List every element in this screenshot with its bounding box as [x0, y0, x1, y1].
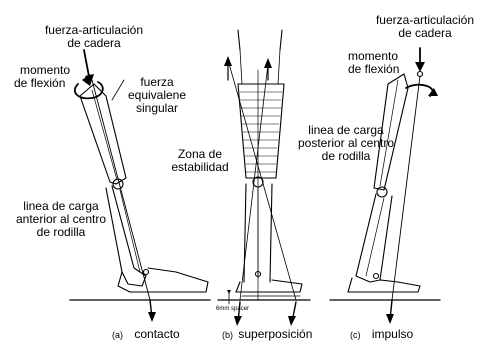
- hip-force-label-c: fuerza-articulación de cadera: [375, 13, 475, 40]
- panel-caption-a: (a) contacto: [112, 327, 180, 341]
- panel-caption-c: (c) impulso: [350, 327, 414, 341]
- hip-force-label-a: fuerza-articulación de cadera: [44, 23, 144, 50]
- leg-a: [79, 83, 209, 293]
- load-line-c: [391, 75, 421, 301]
- spacer-label: 6mm spacer: [216, 306, 250, 312]
- moment-arrow-a: [73, 81, 104, 100]
- panel-caption-b: (b) superposición: [222, 327, 313, 341]
- moment-label-a: momento de flexión: [14, 63, 71, 90]
- leg-b: [235, 29, 303, 297]
- load-line-anterior-label: linea de carga anterior al centro de rod…: [15, 199, 107, 239]
- load-line-posterior-label: linea de carga posterior al centro de ro…: [297, 123, 395, 163]
- moment-arrow-c: [405, 83, 434, 97]
- moment-label-c: momento de flexión: [348, 49, 400, 76]
- equiv-force-label: fuerza equivalene singular: [127, 75, 187, 115]
- leg-c: [347, 73, 421, 293]
- stability-hatching: [239, 91, 283, 173]
- equiv-force-line-a: [91, 79, 151, 301]
- stability-zone-label: Zona de estabilidad: [171, 147, 229, 174]
